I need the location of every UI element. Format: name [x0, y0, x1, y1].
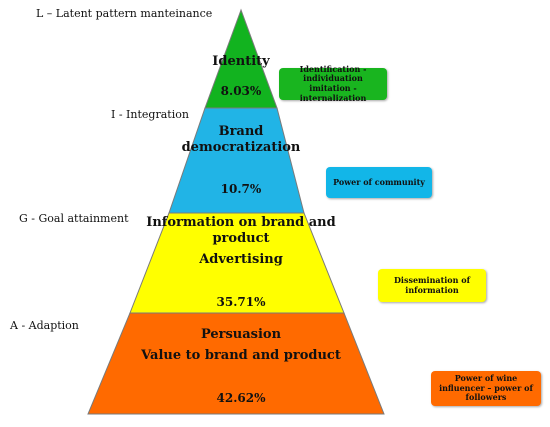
side-label-goal: G - Goal attainment — [19, 212, 129, 225]
side-label-integration: I - Integration — [111, 108, 189, 121]
note-power-of-influencer: Power of wine influencer – power of foll… — [431, 371, 541, 406]
note-dissemination: Dissemination of information — [378, 269, 486, 302]
information-percent: 35.71% — [216, 295, 266, 309]
persuasion-title: Persuasion — [200, 327, 282, 342]
brand-percent: 10.7% — [220, 182, 262, 196]
persuasion-subtitle: Value to brand and product — [141, 348, 341, 363]
pyramid-layer-persuasion — [87, 312, 385, 415]
side-label-adaption: A - Adaption — [10, 319, 79, 332]
persuasion-percent: 42.62% — [216, 391, 266, 405]
identity-percent: 8.03% — [220, 84, 262, 98]
advertising-label: Advertising — [199, 252, 283, 267]
information-title-line1: Information on brand and — [146, 215, 336, 230]
brand-title-line2: democratization — [181, 140, 301, 155]
information-title-line2: product — [212, 231, 270, 246]
side-label-latent: L – Latent pattern manteinance — [36, 7, 213, 20]
identity-title: Identity — [212, 54, 270, 69]
note-identification: Identification - individuation imitation… — [279, 64, 387, 102]
note-power-of-community: Power of community — [326, 167, 432, 198]
brand-title-line1: Brand — [218, 124, 264, 139]
